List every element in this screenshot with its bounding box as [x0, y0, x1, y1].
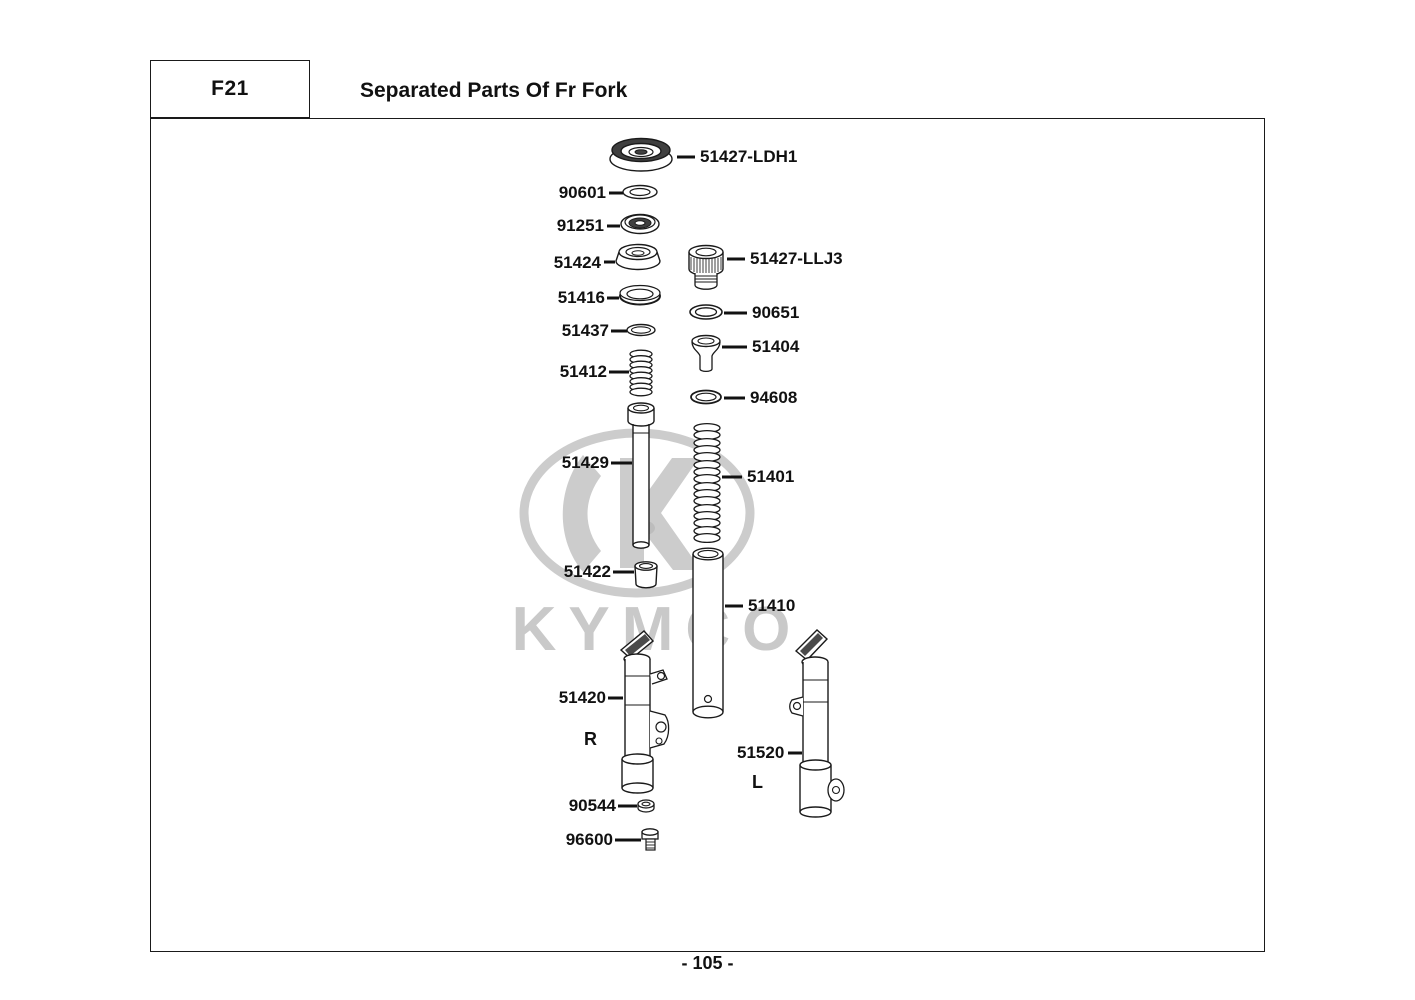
part-label-51404: 51404 [752, 337, 800, 356]
part-label-51427-LLJ3: 51427-LLJ3 [750, 249, 843, 268]
part-51416 [619, 284, 661, 306]
left-fork-marker: L [752, 772, 763, 792]
part-label-51412: 51412 [559, 362, 607, 381]
part-label-51437: 51437 [561, 321, 609, 340]
part-51404 [691, 334, 721, 373]
part-51437 [626, 323, 656, 337]
part-label-51427-LDH1: 51427-LDH1 [700, 147, 798, 166]
part-label-51424: 51424 [553, 253, 601, 272]
part-label-51416: 51416 [557, 288, 605, 307]
part-label-51410: 51410 [748, 596, 796, 615]
part-label-51520: 51520 [737, 743, 785, 762]
part-90601 [622, 184, 658, 200]
right-fork-marker: R [584, 729, 597, 749]
part-51427-LDH1 [609, 137, 673, 172]
part-51401 [693, 422, 721, 544]
page-number: - 105 - [681, 953, 734, 973]
part-51429 [627, 402, 655, 549]
part-label-51422: 51422 [563, 562, 611, 581]
part-label-94608: 94608 [750, 388, 798, 407]
kymco-watermark-text: KYMCO [512, 595, 803, 664]
part-label-90544: 90544 [568, 796, 616, 815]
part-51410 [692, 547, 724, 719]
part-51422 [634, 561, 658, 589]
part-label-51401: 51401 [747, 467, 795, 486]
part-90544 [637, 799, 655, 813]
part-label-51420: 51420 [558, 688, 606, 707]
part-label-51429: 51429 [561, 453, 609, 472]
part-label-90601: 90601 [558, 183, 606, 202]
part-51520 [789, 629, 845, 818]
part-90651 [689, 304, 723, 320]
part-51427-LLJ3 [688, 244, 724, 290]
diagram-frame [150, 118, 1265, 952]
part-96600 [641, 828, 659, 851]
part-label-91251: 91251 [556, 216, 604, 235]
section-code: F21 [211, 77, 249, 100]
section-code-box: F21 [150, 60, 310, 118]
part-91251 [620, 213, 660, 235]
page-title: Separated Parts Of Fr Fork [360, 79, 628, 102]
part-label-90651: 90651 [752, 303, 800, 322]
part-51420 [619, 630, 670, 794]
part-51412 [629, 349, 653, 397]
part-label-96600: 96600 [565, 830, 613, 849]
leader-lines [604, 155, 802, 842]
part-94608 [690, 389, 722, 405]
part-51424 [615, 243, 661, 271]
